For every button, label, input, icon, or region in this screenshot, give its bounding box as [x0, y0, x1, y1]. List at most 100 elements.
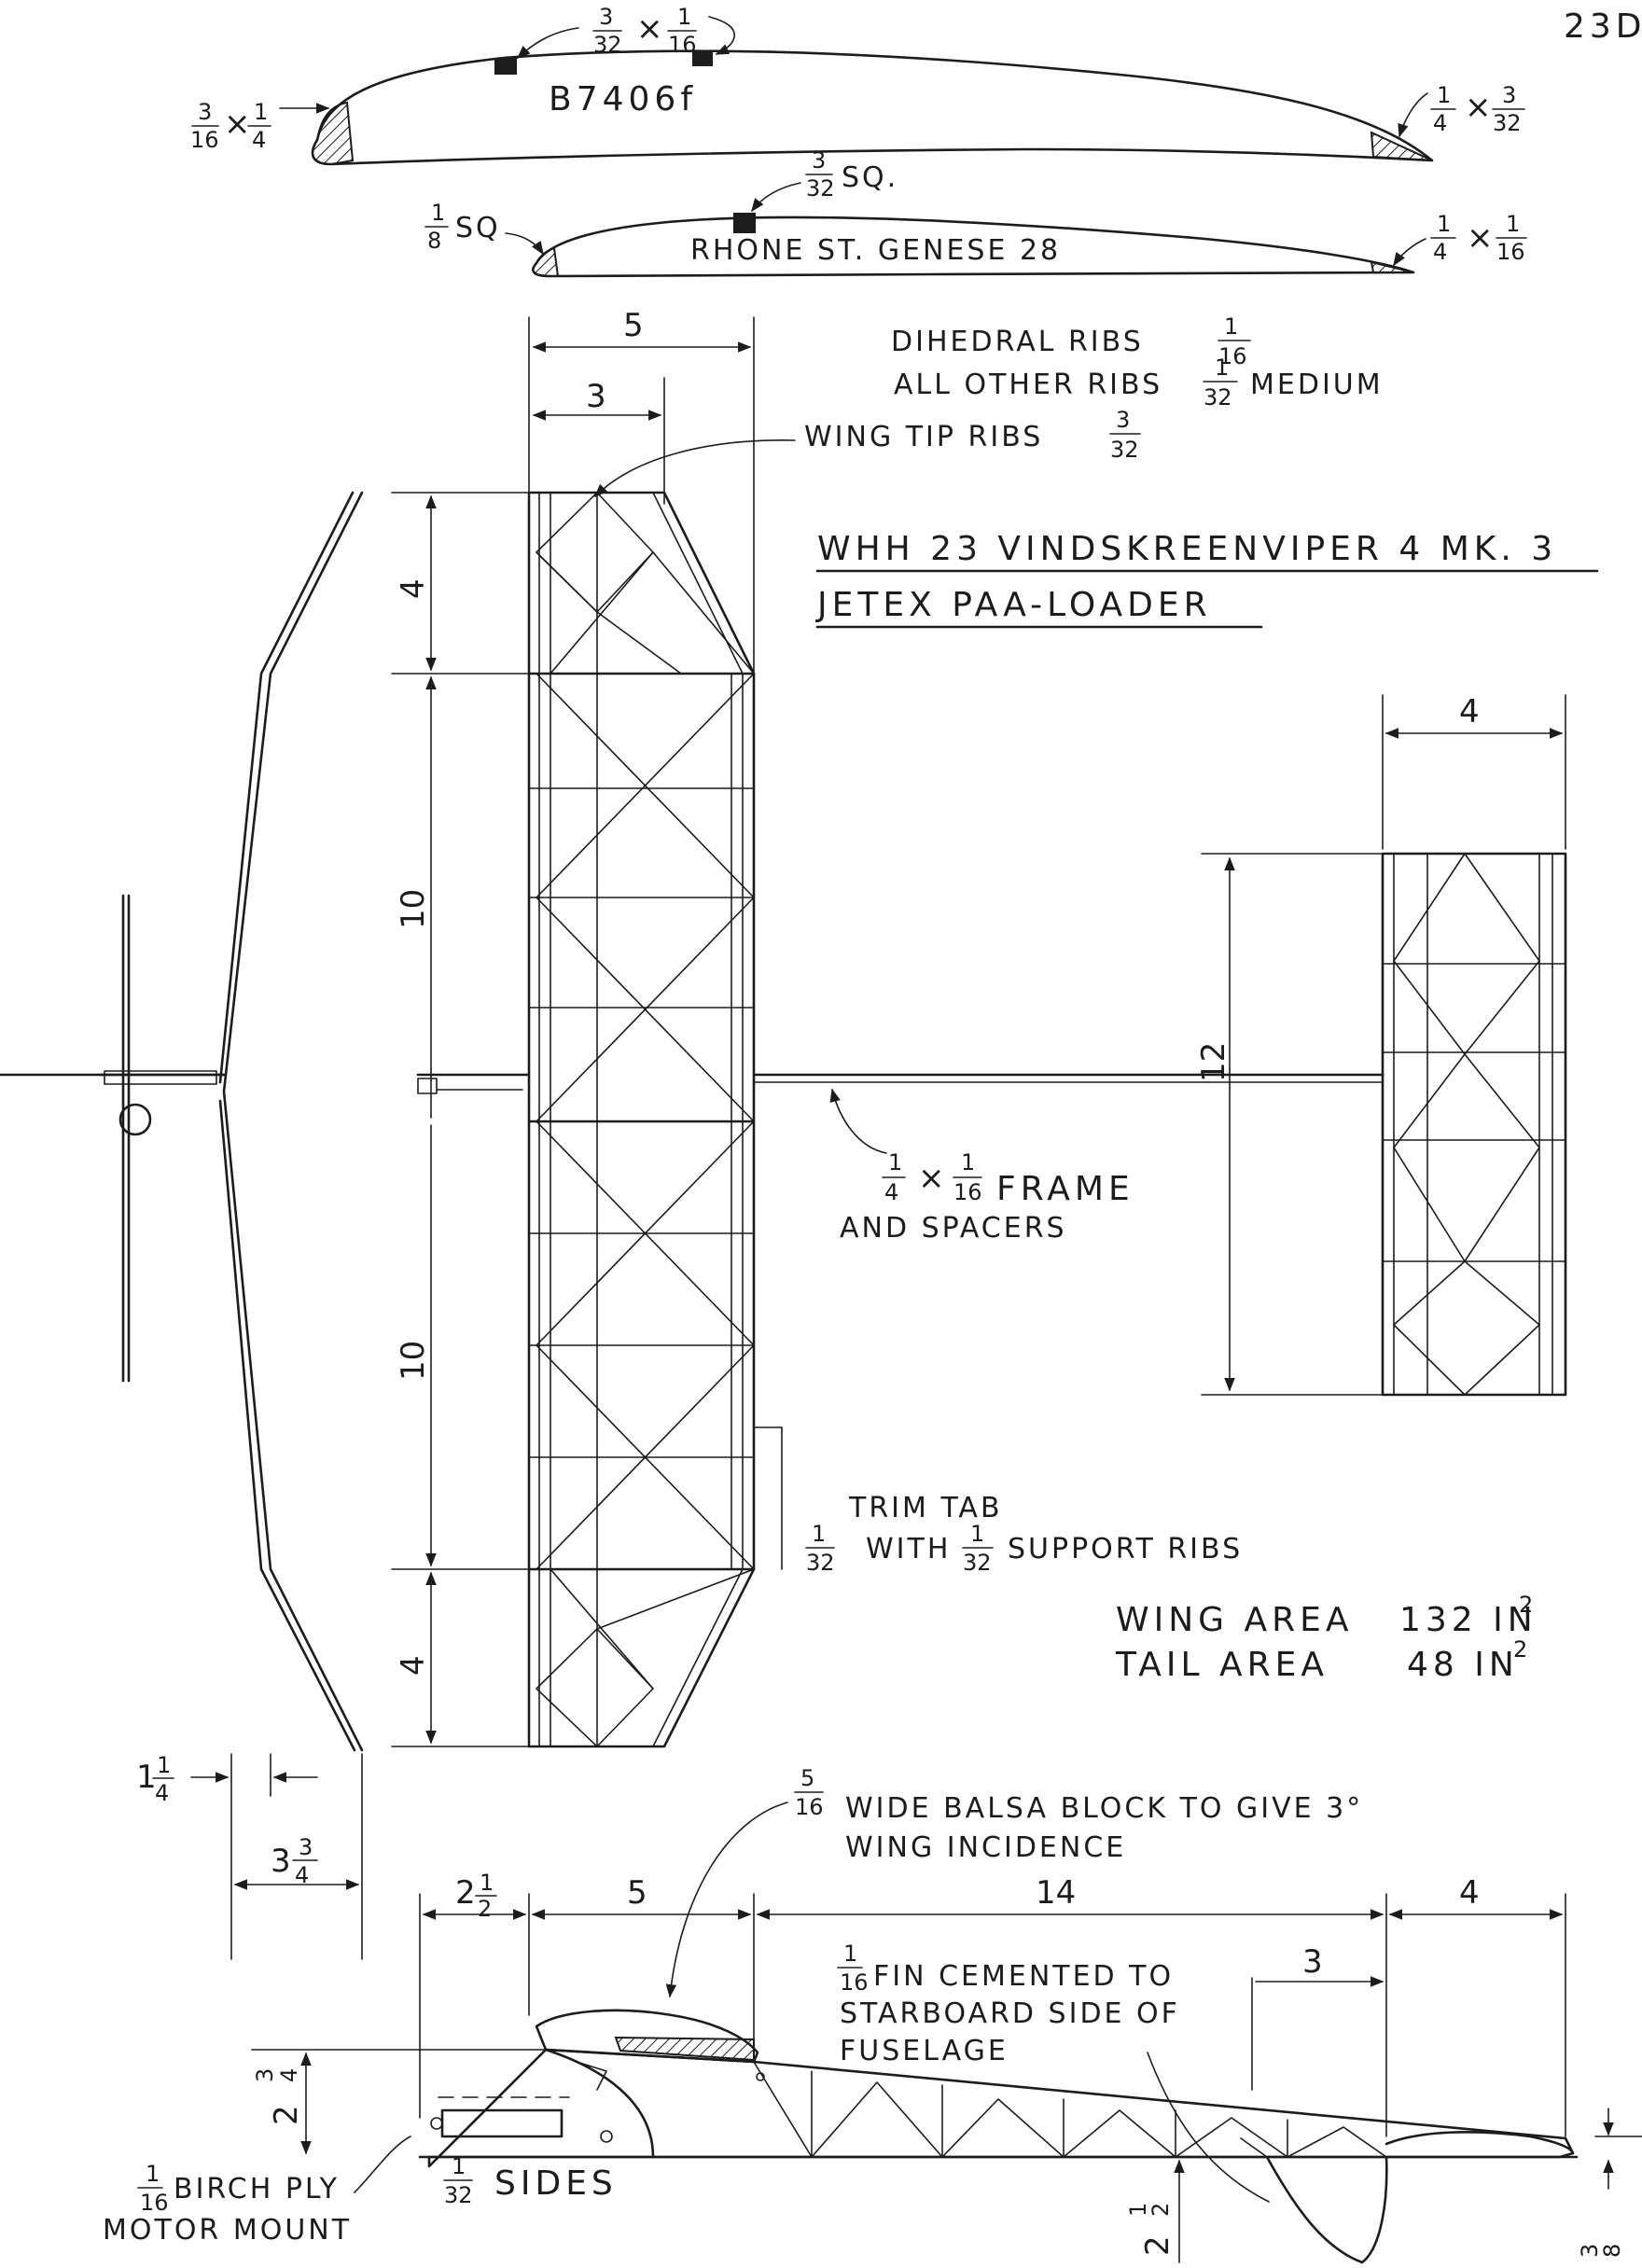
svg-text:2: 2	[1139, 2235, 1176, 2256]
wing-plan-view	[527, 491, 783, 1748]
svg-text:TRIM TAB: TRIM TAB	[848, 1492, 1003, 1524]
svg-text:16: 16	[668, 32, 697, 58]
svg-text:BIRCH PLY: BIRCH PLY	[174, 2173, 340, 2205]
svg-text:16: 16	[140, 2190, 169, 2216]
sides-note: 1 32 SIDES	[443, 2153, 618, 2208]
svg-text:5: 5	[627, 1874, 647, 1912]
svg-text:FIN CEMENTED TO: FIN CEMENTED TO	[873, 1960, 1174, 1993]
svg-text:SQ: SQ	[455, 212, 501, 244]
svg-text:4: 4	[1433, 239, 1447, 265]
svg-text:TAIL AREA: TAIL AREA	[1115, 1646, 1329, 1684]
tail-airfoil-name: RHONE ST. GENESE 28	[690, 234, 1061, 267]
svg-text:WIDE BALSA BLOCK TO GIVE 3°: WIDE BALSA BLOCK TO GIVE 3°	[845, 1792, 1363, 1825]
svg-text:16: 16	[795, 1794, 824, 1820]
svg-text:1: 1	[136, 1759, 157, 1796]
svg-text:32: 32	[444, 2182, 473, 2208]
title-block: WHH 23 VINDSKREENVIPER 4 MK. 3 JETEX PAA…	[815, 530, 1599, 629]
svg-text:16: 16	[840, 1969, 869, 1996]
svg-text:32: 32	[806, 1550, 835, 1576]
svg-text:DIHEDRAL RIBS: DIHEDRAL RIBS	[891, 326, 1144, 358]
svg-text:3: 3	[1116, 407, 1130, 433]
svg-text:3: 3	[1502, 82, 1516, 108]
svg-text:132 IN: 132 IN	[1399, 1601, 1538, 1639]
svg-text:1: 1	[888, 1149, 902, 1176]
tail-te-label: 1 4 × 1 16	[1393, 211, 1527, 267]
page-number: 23D	[1564, 7, 1642, 46]
svg-text:32: 32	[1204, 384, 1232, 410]
svg-text:4: 4	[395, 578, 432, 599]
tail-spar-label: 3 32 SQ.	[751, 147, 896, 213]
tail-plan-view	[1381, 852, 1567, 1397]
svg-text:1: 1	[961, 1149, 975, 1176]
svg-text:WITH: WITH	[866, 1533, 951, 1565]
tail-dimensions: 4 12	[1195, 693, 1566, 1396]
svg-text:3: 3	[586, 378, 606, 415]
svg-text:1: 1	[812, 1521, 826, 1547]
svg-text:SUPPORT RIBS: SUPPORT RIBS	[1008, 1533, 1243, 1565]
svg-text:×: ×	[636, 10, 663, 48]
svg-text:10: 10	[395, 889, 432, 929]
front-view	[0, 491, 364, 1752]
svg-text:4: 4	[1459, 1874, 1480, 1912]
side-view-dimensions: 2 1 2 5 14 4 3	[419, 1870, 1566, 2137]
svg-text:8: 8	[427, 228, 441, 254]
svg-text:MOTOR MOUNT: MOTOR MOUNT	[103, 2214, 352, 2247]
wing-le-label: 3 16 × 1 4	[190, 99, 330, 153]
svg-text:4: 4	[1433, 110, 1447, 136]
balsa-block-note: 5 16 WIDE BALSA BLOCK TO GIVE 3° WING IN…	[665, 1765, 1363, 1998]
svg-text:3: 3	[599, 4, 613, 30]
svg-text:5: 5	[623, 307, 644, 344]
svg-text:2: 2	[455, 1874, 476, 1912]
svg-text:1: 1	[1437, 82, 1451, 108]
svg-text:WING AREA: WING AREA	[1116, 1601, 1354, 1639]
svg-text:3: 3	[299, 1834, 313, 1860]
svg-text:2: 2	[1148, 2203, 1174, 2217]
svg-text:32: 32	[593, 32, 622, 58]
svg-text:MEDIUM: MEDIUM	[1250, 369, 1384, 401]
svg-text:4: 4	[155, 1780, 169, 1806]
svg-text:16: 16	[1218, 343, 1247, 369]
svg-text:32: 32	[1110, 437, 1139, 463]
area-block: WING AREA 132 IN 2 TAIL AREA 48 IN 2	[1115, 1592, 1538, 1684]
svg-text:1: 1	[146, 2161, 160, 2187]
side-view	[418, 2009, 1579, 2264]
svg-text:16: 16	[953, 1179, 982, 1205]
motor-mount-note: 1 16 BIRCH PLY MOTOR MOUNT	[103, 2136, 411, 2247]
svg-text:ALL OTHER RIBS: ALL OTHER RIBS	[894, 369, 1162, 401]
fuselage-plan	[416, 1073, 1385, 1094]
svg-text:WING INCIDENCE: WING INCIDENCE	[845, 1831, 1126, 1864]
svg-text:1: 1	[480, 1870, 494, 1896]
svg-text:16: 16	[190, 127, 219, 153]
title-line-1: WHH 23 VINDSKREENVIPER 4 MK. 3	[817, 530, 1557, 568]
svg-text:FUSELAGE: FUSELAGE	[840, 2035, 1009, 2067]
svg-text:32: 32	[963, 1550, 992, 1576]
svg-text:×: ×	[1467, 219, 1494, 257]
svg-text:10: 10	[395, 1341, 432, 1381]
svg-text:1: 1	[1215, 355, 1229, 381]
svg-text:SIDES: SIDES	[494, 2164, 618, 2203]
svg-text:48 IN: 48 IN	[1407, 1646, 1519, 1684]
title-line-2: JETEX PAA-LOADER	[815, 586, 1212, 624]
svg-text:2: 2	[1513, 1636, 1527, 1663]
front-view-dimensions: 1 1 4 3 3 4	[136, 1752, 363, 1960]
svg-text:3: 3	[271, 1843, 291, 1880]
svg-text:4: 4	[395, 1655, 432, 1676]
svg-text:3: 3	[812, 147, 826, 174]
wing-span-dimensions: 4 10 10 4	[391, 492, 530, 1747]
tail-airfoil-section: RHONE ST. GENESE 28	[532, 213, 1415, 278]
svg-text:1: 1	[1506, 211, 1520, 237]
svg-text:1: 1	[1437, 211, 1451, 237]
svg-text:WING TIP RIBS: WING TIP RIBS	[804, 421, 1043, 453]
svg-text:STARBOARD SIDE OF: STARBOARD SIDE OF	[840, 1997, 1180, 2030]
svg-text:1: 1	[254, 99, 268, 125]
frame-label: 1 4 × 1 16 FRAME AND SPACERS	[829, 1088, 1130, 1245]
svg-text:4: 4	[295, 1862, 309, 1888]
svg-text:4: 4	[252, 127, 266, 153]
svg-text:2: 2	[478, 1896, 492, 1922]
svg-text:1: 1	[157, 1752, 171, 1778]
svg-text:1: 1	[1125, 2203, 1151, 2217]
wing-airfoil-name: B7406f	[549, 80, 697, 118]
wing-spar-label: 3 32 × 1 16	[516, 4, 736, 59]
svg-text:×: ×	[1465, 89, 1492, 126]
wing-te-label: 1 4 × 3 32	[1398, 82, 1525, 138]
